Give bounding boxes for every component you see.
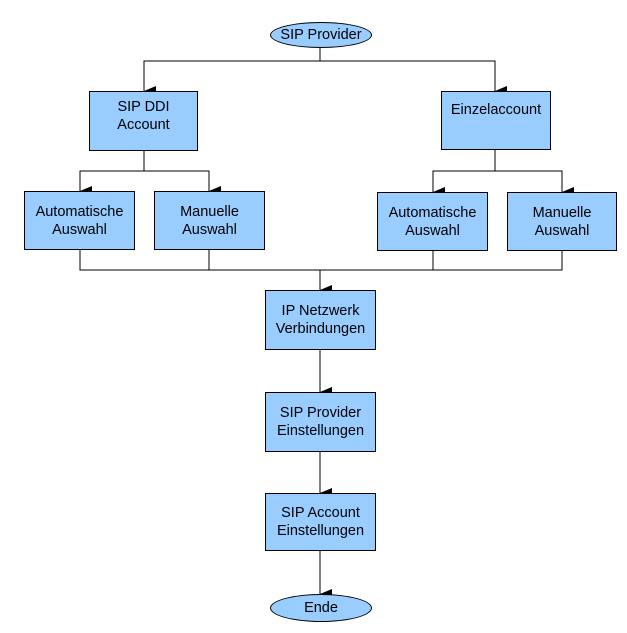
end-node-label: Ende (304, 600, 338, 616)
manuelle-auswahl-left-label: Manuelle Auswahl (180, 203, 239, 238)
sip-account-einstellungen-label: SIP Account Einstellungen (276, 505, 365, 539)
ip-netzwerk-label: IP Netzwerk Verbindungen (275, 303, 366, 337)
einzelaccount-node: Einzelaccount (441, 91, 551, 150)
start-node-label: SIP Provider (280, 27, 362, 43)
connector-start-split-right (320, 60, 507, 96)
manuelle-auswahl-left-node: Manuelle Auswahl (154, 191, 265, 250)
automatische-auswahl-right-label: Automatische Auswahl (388, 204, 477, 239)
end-node: Ende (270, 594, 372, 622)
automatische-auswahl-left-node: Automatische Auswahl (24, 191, 135, 250)
start-node: SIP Provider (270, 22, 372, 48)
connector-right-split-right (495, 170, 574, 197)
automatische-auswahl-left-label: Automatische Auswahl (35, 203, 124, 238)
automatische-auswahl-right-node: Automatische Auswahl (377, 192, 488, 251)
ip-netzwerk-node: IP Netzwerk Verbindungen (265, 290, 376, 350)
connector-left-split-right (144, 170, 221, 196)
sip-ddi-account-label: SIP DDI Account (117, 99, 170, 133)
connector-merge-line (79, 250, 563, 271)
sip-provider-einstellungen-node: SIP Provider Einstellungen (265, 392, 376, 452)
einzelaccount-label: Einzelaccount (450, 102, 542, 118)
connector-start-split (143, 47, 321, 96)
sip-ddi-account-node: SIP DDI Account (89, 91, 198, 151)
manuelle-auswahl-right-node: Manuelle Auswahl (507, 192, 617, 251)
manuelle-auswahl-right-label: Manuelle Auswahl (532, 204, 592, 239)
sip-provider-einstellungen-label: SIP Provider Einstellungen (276, 405, 365, 439)
connector-right-split (432, 150, 496, 197)
connector-left-split (79, 151, 145, 196)
sip-account-einstellungen-node: SIP Account Einstellungen (265, 493, 376, 551)
